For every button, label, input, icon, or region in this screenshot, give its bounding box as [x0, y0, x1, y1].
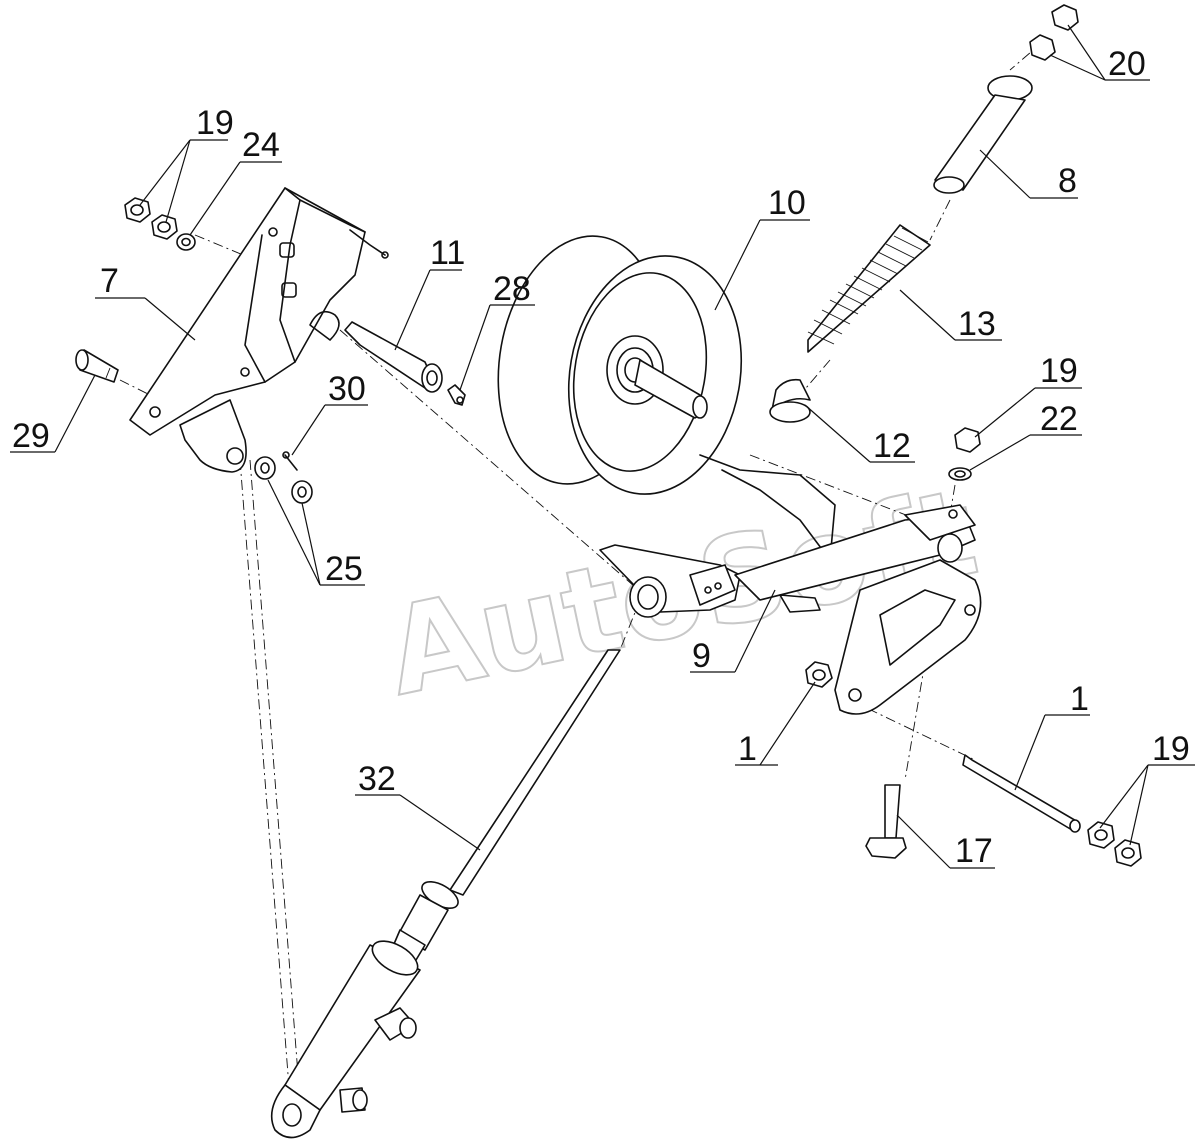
- nut-washer-right: [948, 427, 981, 481]
- callout-11: 11: [430, 234, 465, 272]
- part-32-cylinder: [270, 649, 621, 1139]
- callout-32: 32: [358, 760, 396, 798]
- part-8-tube: [933, 75, 1033, 194]
- nuts-lower-right: [1087, 821, 1142, 867]
- callout-12: 12: [873, 427, 911, 465]
- callout-25: 25: [325, 550, 363, 588]
- part-17-bolt: [865, 784, 907, 859]
- callout-1-pin: 1: [1070, 680, 1089, 718]
- callout-13: 13: [958, 305, 996, 343]
- part-29-pin: [75, 349, 119, 383]
- part-10-wheel: [497, 235, 743, 495]
- part-13-spring: [807, 224, 931, 353]
- callout-20: 20: [1108, 45, 1146, 83]
- part-11-axle: [344, 321, 443, 393]
- callout-labels: 19 24 7 29 30 25 11 28 10 20 8 13 12 19 …: [12, 45, 1190, 870]
- leader-lines: [10, 24, 1195, 869]
- callout-9: 9: [692, 637, 711, 675]
- callout-22: 22: [1040, 400, 1078, 438]
- callout-19-lower-right: 19: [1152, 730, 1190, 768]
- callout-1-nut: 1: [738, 730, 757, 768]
- part-28-nipple: [447, 384, 466, 406]
- nuts-top-right: [1029, 4, 1079, 61]
- callout-24: 24: [242, 126, 280, 164]
- part-9-arm: [599, 454, 982, 715]
- part-7-bracket: [129, 187, 389, 473]
- washers-25-30: [254, 451, 313, 504]
- callout-7: 7: [100, 262, 119, 300]
- part-1: [805, 661, 1081, 833]
- callout-19-right: 19: [1040, 352, 1078, 390]
- callout-10: 10: [768, 184, 806, 222]
- callout-29: 29: [12, 417, 50, 455]
- callout-8: 8: [1058, 162, 1077, 200]
- callout-19-upper-left: 19: [196, 104, 234, 142]
- callout-30: 30: [328, 370, 366, 408]
- callout-17: 17: [955, 832, 993, 870]
- callout-28: 28: [493, 270, 531, 308]
- part-12-cap: [769, 378, 811, 423]
- nuts-upper-left: [124, 197, 196, 251]
